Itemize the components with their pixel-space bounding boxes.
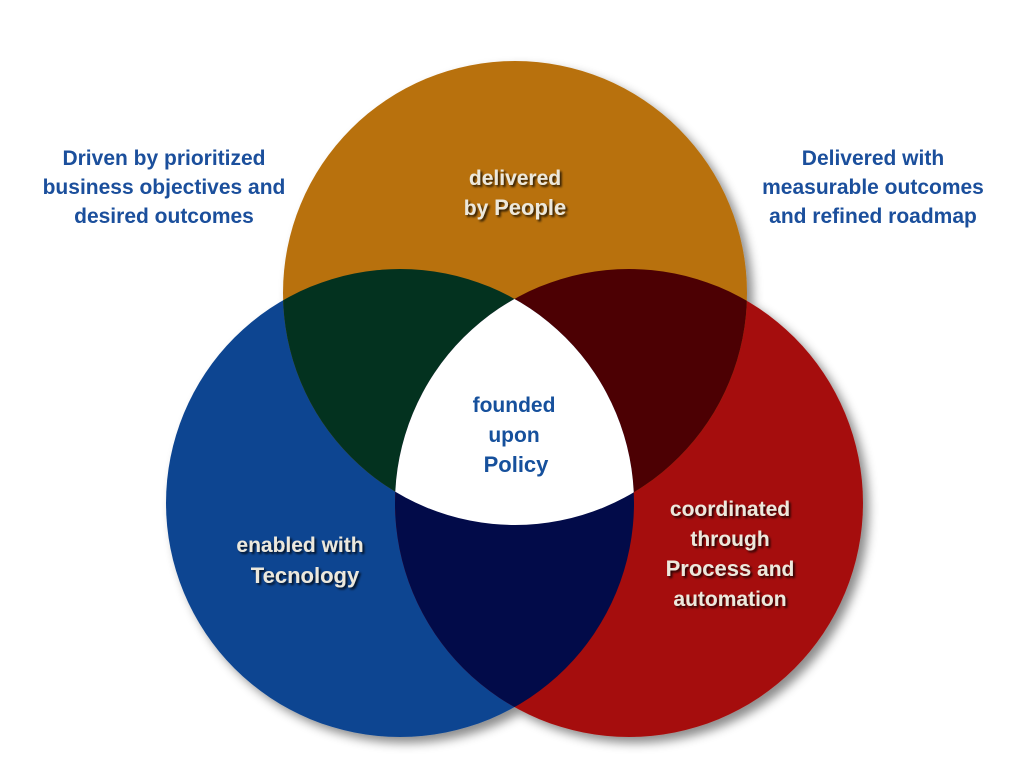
right-annotation: Delivered with measurable outcomes and r… — [730, 144, 1016, 231]
people-label-line-2: by People — [464, 195, 566, 220]
process-label-line-4: automation — [673, 588, 786, 611]
center-label: founded upon Policy — [473, 394, 556, 477]
process-label-line-1: coordinated — [670, 498, 790, 521]
left-annotation-line-1: Driven by prioritized — [62, 147, 266, 170]
right-annotation-line-2: measurable outcomes — [762, 176, 984, 199]
right-annotation-line-1: Delivered with — [801, 147, 945, 170]
center-label-line-1: founded — [473, 394, 556, 417]
technology-label-emphasis: Tecnology — [251, 563, 360, 588]
people-label-line-1: delivered — [469, 167, 561, 190]
people-label: delivered by People — [464, 167, 566, 220]
right-annotation-line-3: and refined roadmap — [769, 205, 977, 228]
people-label-prefix: by — [464, 197, 494, 220]
left-annotation: Driven by prioritized business objective… — [14, 144, 314, 231]
technology-label: enabled with Tecnology — [236, 534, 363, 588]
left-annotation-line-2: business objectives and — [42, 176, 286, 199]
process-label-line-3: Process and — [666, 556, 795, 581]
left-annotation-line-3: desired outcomes — [74, 205, 254, 228]
center-label-emphasis: Policy — [484, 452, 550, 477]
center-label-line-2: upon — [488, 424, 539, 447]
process-label-line-2: through — [690, 528, 769, 551]
people-label-emphasis: People — [494, 195, 566, 220]
process-label: coordinated through Process and automati… — [666, 498, 795, 611]
technology-label-line-1: enabled with — [236, 534, 363, 557]
process-label-emphasis: Process — [666, 556, 752, 581]
process-label-suffix: and — [751, 558, 794, 581]
